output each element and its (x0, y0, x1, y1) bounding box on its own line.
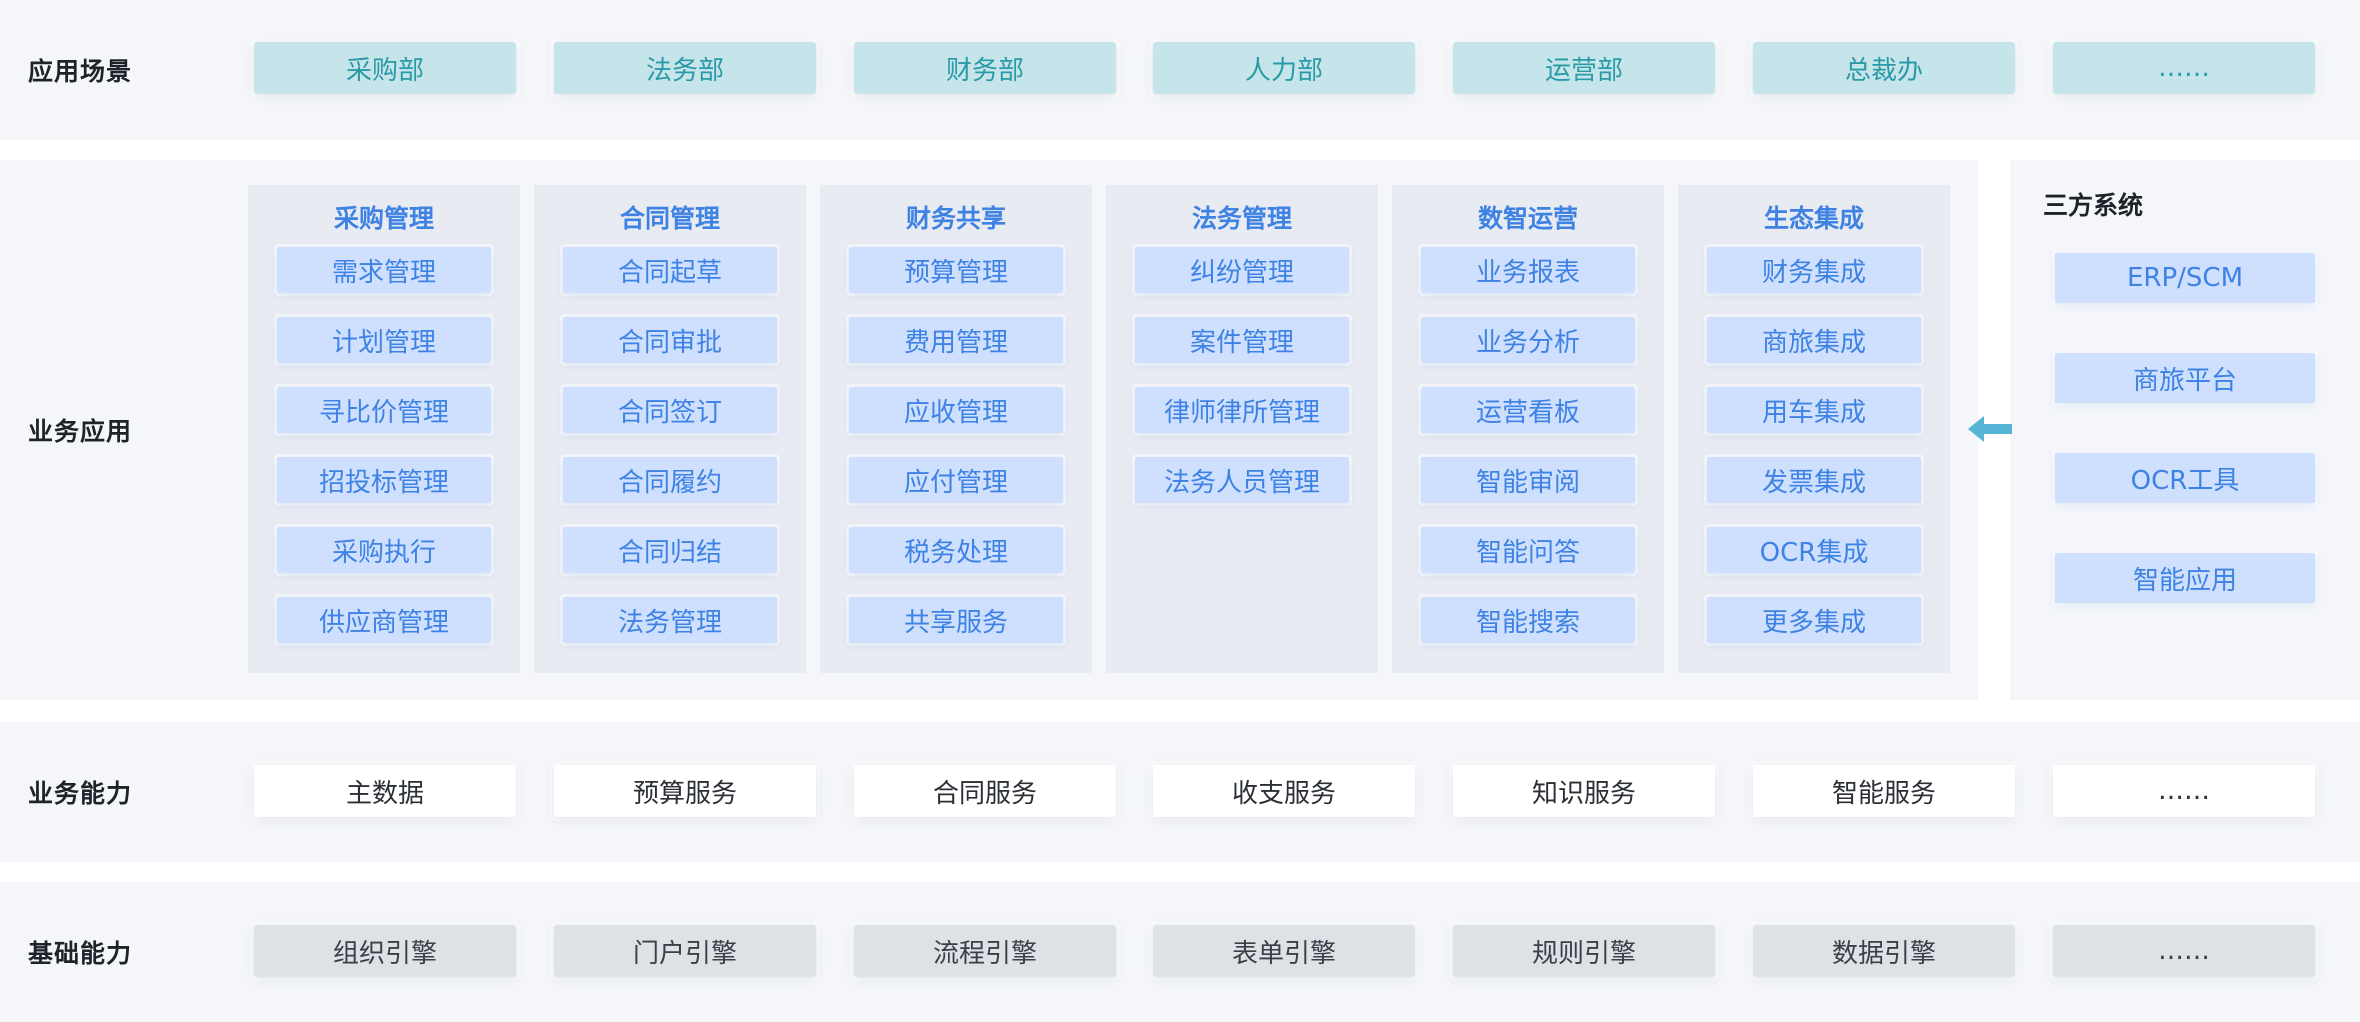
cap-smart-service[interactable]: 智能服务 (1753, 765, 2015, 817)
base-portal-engine[interactable]: 门户引擎 (554, 925, 816, 977)
module-procurement: 采购管理 需求管理 计划管理 寻比价管理 招投标管理 采购执行 供应商管理 (248, 185, 520, 673)
scene-procurement-dept[interactable]: 采购部 (254, 42, 516, 94)
module-title: 生态集成 (1763, 204, 1864, 233)
scenes-band: 应用场景 采购部 法务部 财务部 人力部 运营部 总裁办 …… (0, 0, 2360, 140)
module-title: 合同管理 (619, 204, 720, 233)
chip-tax-processing[interactable]: 税务处理 (849, 527, 1063, 573)
third-party-ocr-tool[interactable]: OCR工具 (2055, 453, 2315, 503)
scene-ceo-office[interactable]: 总裁办 (1753, 42, 2015, 94)
module-title: 法务管理 (1191, 204, 1292, 233)
scene-operations-dept[interactable]: 运营部 (1453, 42, 1715, 94)
chip-business-reports[interactable]: 业务报表 (1421, 247, 1635, 293)
chip-lawyer-firm-management[interactable]: 律师律所管理 (1135, 387, 1349, 433)
base-more[interactable]: …… (2053, 925, 2315, 977)
chip-legal-management[interactable]: 法务管理 (563, 597, 777, 643)
chip-contract-approval[interactable]: 合同审批 (563, 317, 777, 363)
chip-receivables-management[interactable]: 应收管理 (849, 387, 1063, 433)
base-org-engine[interactable]: 组织引擎 (254, 925, 516, 977)
scene-more[interactable]: …… (2053, 42, 2315, 94)
chip-contract-drafting[interactable]: 合同起草 (563, 247, 777, 293)
module-contract: 合同管理 合同起草 合同审批 合同签订 合同履约 合同归结 法务管理 (534, 185, 806, 673)
chip-smart-review[interactable]: 智能审阅 (1421, 457, 1635, 503)
capabilities-title: 业务能力 (28, 779, 133, 808)
chip-case-management[interactable]: 案件管理 (1135, 317, 1349, 363)
chip-payables-management[interactable]: 应付管理 (849, 457, 1063, 503)
chip-ocr-integration[interactable]: OCR集成 (1707, 527, 1921, 573)
chip-more-integrations[interactable]: 更多集成 (1707, 597, 1921, 643)
module-title: 数智运营 (1477, 204, 1578, 233)
capabilities-band: 业务能力 主数据 预算服务 合同服务 收支服务 知识服务 智能服务 …… (0, 722, 2360, 862)
chip-finance-integration[interactable]: 财务集成 (1707, 247, 1921, 293)
scenes-title: 应用场景 (28, 57, 133, 86)
chip-bidding-management[interactable]: 招投标管理 (277, 457, 491, 503)
chip-contract-fulfillment[interactable]: 合同履约 (563, 457, 777, 503)
chip-demand-management[interactable]: 需求管理 (277, 247, 491, 293)
business-apps-title: 业务应用 (28, 417, 133, 446)
third-party-band (2010, 160, 2360, 700)
base-workflow-engine[interactable]: 流程引擎 (854, 925, 1116, 977)
chip-plan-management[interactable]: 计划管理 (277, 317, 491, 363)
base-rules-engine[interactable]: 规则引擎 (1453, 925, 1715, 977)
foundation-title: 基础能力 (28, 939, 133, 968)
chip-price-comparison[interactable]: 寻比价管理 (277, 387, 491, 433)
module-finance-sharing: 财务共享 预算管理 费用管理 应收管理 应付管理 税务处理 共享服务 (820, 185, 1092, 673)
base-form-engine[interactable]: 表单引擎 (1153, 925, 1415, 977)
third-party-travel-platform[interactable]: 商旅平台 (2055, 353, 2315, 403)
module-digital-operations: 数智运营 业务报表 业务分析 运营看板 智能审阅 智能问答 智能搜索 (1392, 185, 1664, 673)
chip-smart-qa[interactable]: 智能问答 (1421, 527, 1635, 573)
cap-budget-service[interactable]: 预算服务 (554, 765, 816, 817)
module-title: 财务共享 (905, 204, 1006, 233)
arrow-left-icon (1968, 416, 2012, 442)
module-legal: 法务管理 纠纷管理 案件管理 律师律所管理 法务人员管理 (1106, 185, 1378, 673)
cap-more[interactable]: …… (2053, 765, 2315, 817)
chip-smart-search[interactable]: 智能搜索 (1421, 597, 1635, 643)
chip-invoice-integration[interactable]: 发票集成 (1707, 457, 1921, 503)
scene-finance-dept[interactable]: 财务部 (854, 42, 1116, 94)
third-party-title: 三方系统 (2043, 191, 2144, 220)
chip-business-analysis[interactable]: 业务分析 (1421, 317, 1635, 363)
module-title: 采购管理 (333, 204, 434, 233)
chip-travel-integration[interactable]: 商旅集成 (1707, 317, 1921, 363)
chip-supplier-management[interactable]: 供应商管理 (277, 597, 491, 643)
chip-contract-signing[interactable]: 合同签订 (563, 387, 777, 433)
chip-dispute-management[interactable]: 纠纷管理 (1135, 247, 1349, 293)
chip-contract-closing[interactable]: 合同归结 (563, 527, 777, 573)
third-party-smart-apps[interactable]: 智能应用 (2055, 553, 2315, 603)
base-data-engine[interactable]: 数据引擎 (1753, 925, 2015, 977)
module-ecosystem-integration: 生态集成 财务集成 商旅集成 用车集成 发票集成 OCR集成 更多集成 (1678, 185, 1950, 673)
chip-budget-management[interactable]: 预算管理 (849, 247, 1063, 293)
cap-contract-service[interactable]: 合同服务 (854, 765, 1116, 817)
cap-payment-service[interactable]: 收支服务 (1153, 765, 1415, 817)
chip-purchase-execution[interactable]: 采购执行 (277, 527, 491, 573)
chip-vehicle-integration[interactable]: 用车集成 (1707, 387, 1921, 433)
chip-expense-management[interactable]: 费用管理 (849, 317, 1063, 363)
chip-legal-staff-management[interactable]: 法务人员管理 (1135, 457, 1349, 503)
foundation-band: 基础能力 组织引擎 门户引擎 流程引擎 表单引擎 规则引擎 数据引擎 …… (0, 882, 2360, 1022)
scene-hr-dept[interactable]: 人力部 (1153, 42, 1415, 94)
cap-master-data[interactable]: 主数据 (254, 765, 516, 817)
chip-operations-dashboard[interactable]: 运营看板 (1421, 387, 1635, 433)
scene-legal-dept[interactable]: 法务部 (554, 42, 816, 94)
cap-knowledge-service[interactable]: 知识服务 (1453, 765, 1715, 817)
chip-shared-services[interactable]: 共享服务 (849, 597, 1063, 643)
third-party-erp-scm[interactable]: ERP/SCM (2055, 253, 2315, 303)
